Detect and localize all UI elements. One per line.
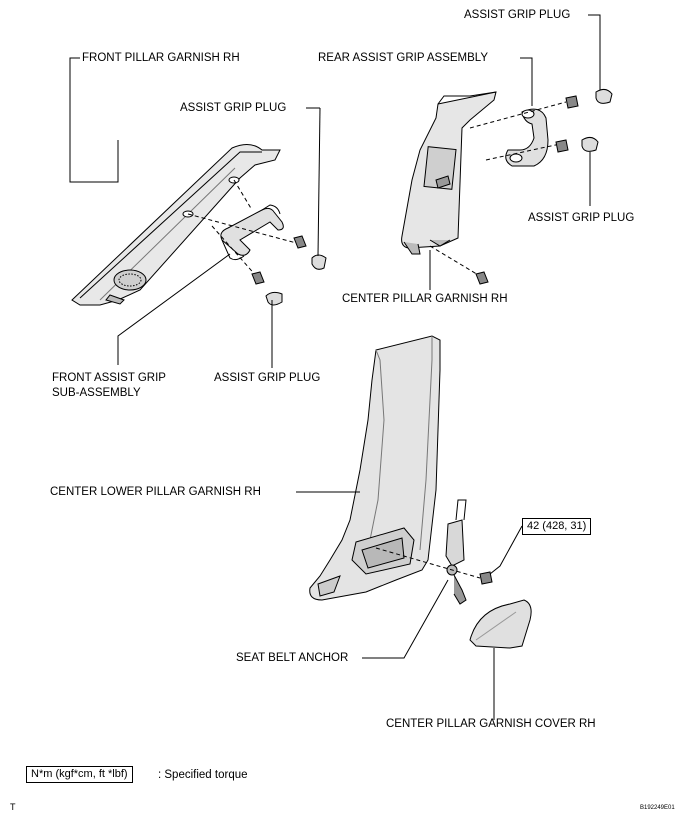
label-center-pillar-garnish: CENTER PILLAR GARNISH RH [342, 293, 508, 305]
footer-left-mark: T [10, 802, 16, 812]
label-front-pillar-garnish: FRONT PILLAR GARNISH RH [82, 52, 240, 64]
label-center-pillar-garnish-cover: CENTER PILLAR GARNISH COVER RH [386, 718, 596, 730]
label-assist-grip-plug-front-lower: ASSIST GRIP PLUG [214, 372, 321, 384]
center-pillar-garnish-part [401, 91, 497, 255]
front-assist-grip-part [220, 204, 284, 261]
rear-assist-grip-plug-1 [595, 88, 613, 104]
pillar-bolt [475, 271, 489, 285]
label-center-lower-pillar-garnish: CENTER LOWER PILLAR GARNISH RH [50, 486, 261, 498]
center-lower-pillar-garnish-part [309, 335, 441, 601]
figure-code: B192249E01 [640, 805, 675, 811]
seat-belt-anchor-bolt [479, 571, 493, 585]
torque-spec-box: 42 (428, 31) [522, 518, 592, 535]
seat-belt-anchor-part [445, 499, 467, 605]
label-front-assist-grip-line1: FRONT ASSIST GRIP [52, 372, 166, 384]
label-rear-assist-grip-assembly: REAR ASSIST GRIP ASSEMBLY [318, 52, 489, 64]
label-assist-grip-plug-rear-lower: ASSIST GRIP PLUG [528, 212, 635, 224]
label-front-assist-grip-line2: SUB-ASSEMBLY [52, 387, 141, 399]
rear-assist-grip-part [505, 108, 549, 167]
front-grip-bolt [293, 235, 307, 249]
front-grip-bolt [251, 271, 265, 285]
rear-assist-grip-plug-2 [581, 136, 599, 152]
rear-grip-bolt [565, 95, 579, 109]
center-pillar-garnish-cover-part [469, 599, 532, 649]
rear-grip-bolt [555, 139, 569, 153]
front-assist-grip-plug-2 [265, 291, 283, 306]
label-seat-belt-anchor: SEAT BELT ANCHOR [236, 652, 349, 664]
label-assist-grip-plug-front: ASSIST GRIP PLUG [180, 102, 287, 114]
front-assist-grip-plug-1 [311, 254, 327, 270]
label-assist-grip-plug-top-right: ASSIST GRIP PLUG [464, 9, 571, 21]
torque-legend-description: : Specified torque [158, 769, 248, 781]
torque-legend-box: N*m (kgf*cm, ft *lbf) [26, 766, 133, 783]
